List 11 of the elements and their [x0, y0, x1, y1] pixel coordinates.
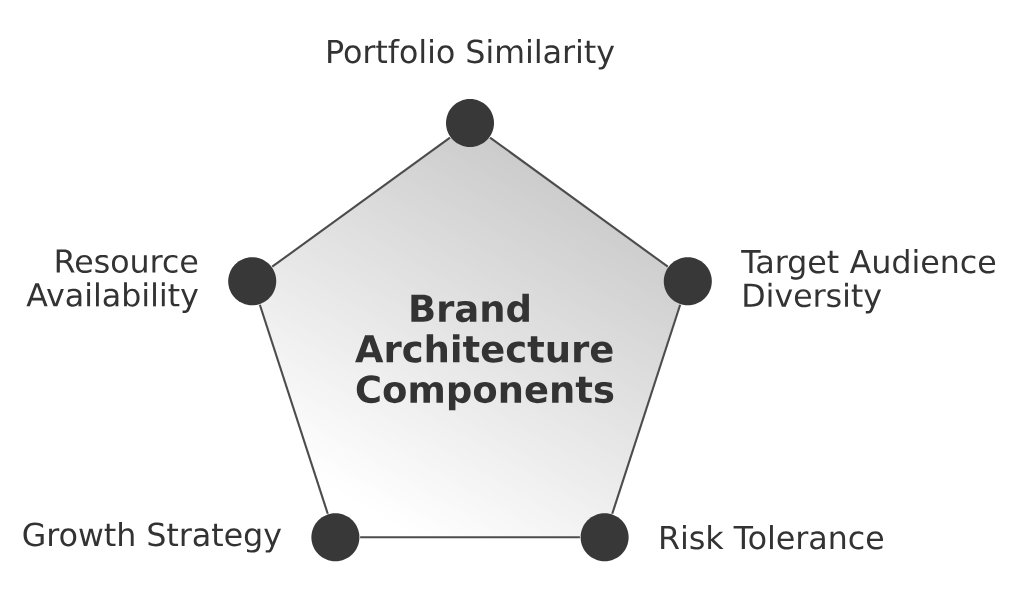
line	[611, 304, 682, 515]
line	[271, 136, 451, 268]
line	[489, 136, 669, 268]
line	[258, 304, 329, 515]
pentagon: Brand Architecture Components	[355, 293, 614, 411]
dot-with-label: Resource Availability	[26, 249, 277, 313]
dot-with-label: Target Audience Diversity	[663, 249, 996, 314]
line	[360, 536, 580, 539]
dot-with-label: Risk Tolerance	[580, 513, 883, 562]
dot-with-label: Portfolio Similarity	[328, 38, 615, 147]
dot-with-label: Growth Strategy	[23, 513, 360, 562]
